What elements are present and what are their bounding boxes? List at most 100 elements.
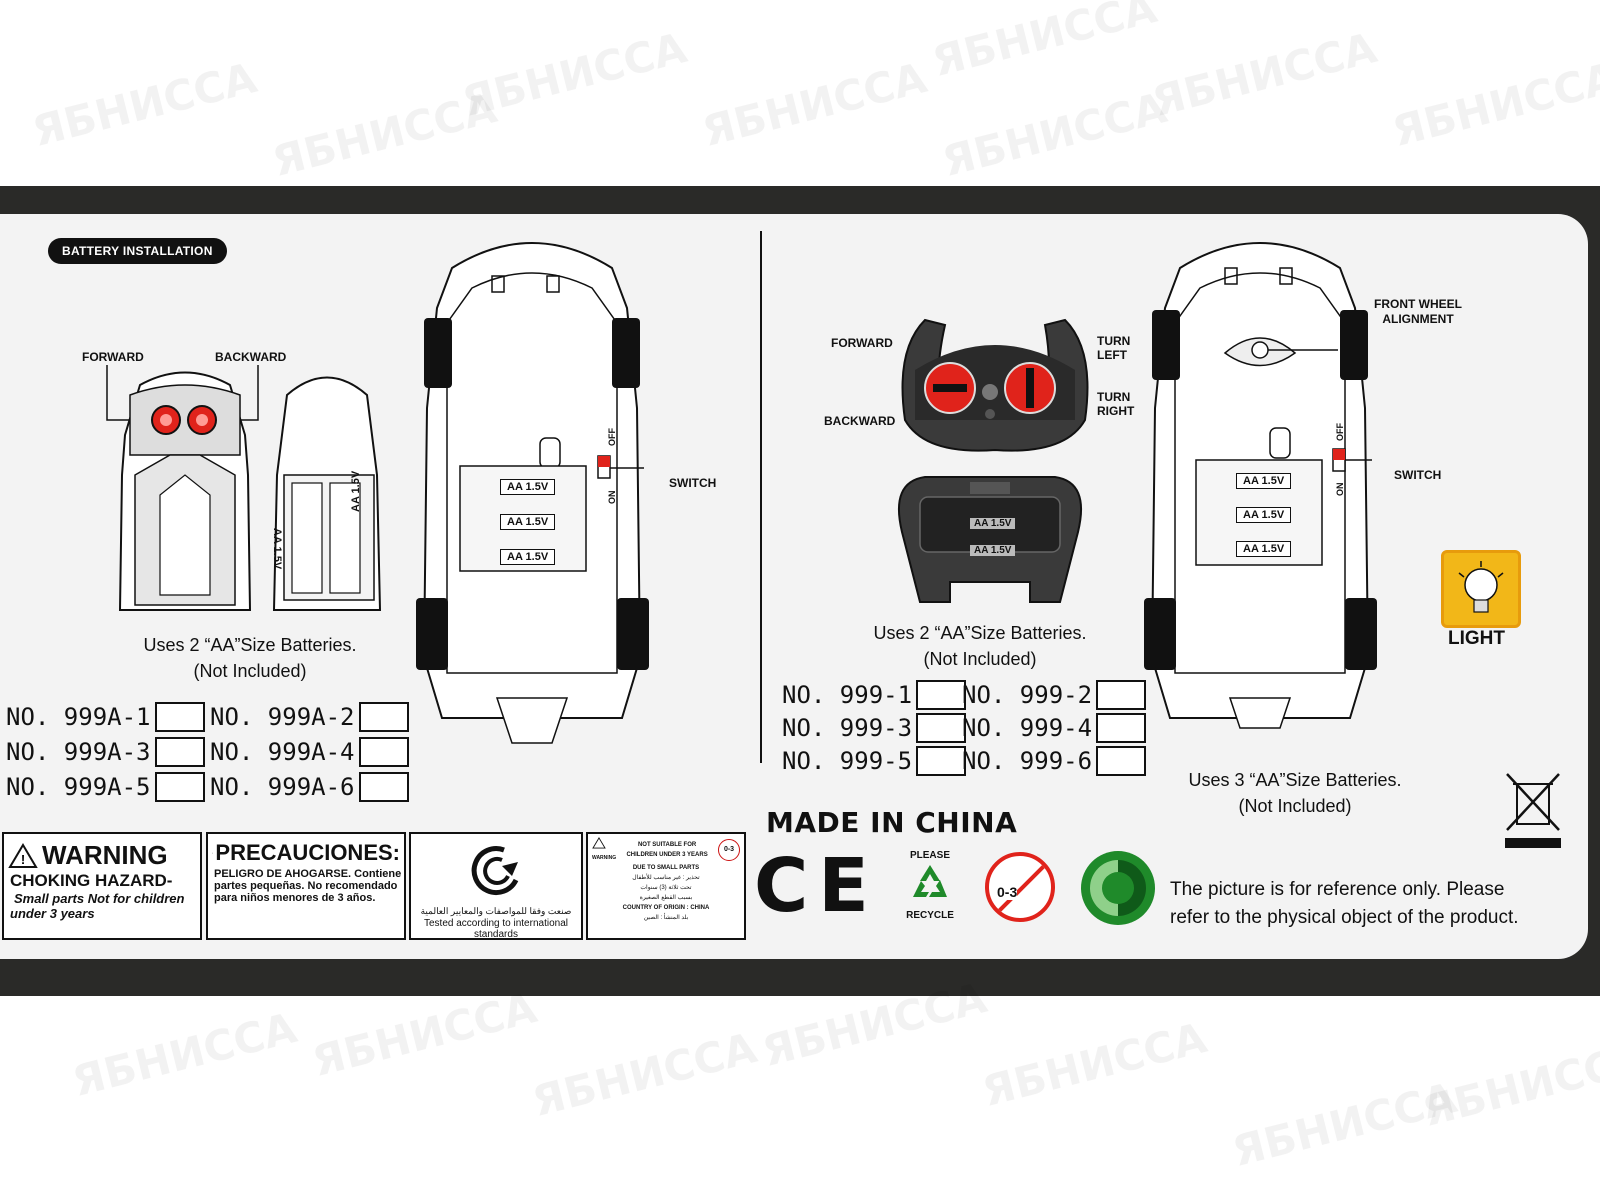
model-checkbox[interactable] (154, 737, 205, 767)
watermark: ЯБНИССА (267, 83, 502, 186)
model-checkbox[interactable] (154, 702, 205, 732)
note-line: The picture is for reference only. Pleas… (1170, 879, 1505, 900)
warning-triangle-icon: ! (8, 842, 38, 868)
model-checkbox[interactable] (154, 772, 205, 802)
small-warning-icon (592, 837, 606, 849)
made-in-china: MADE IN CHINA (766, 806, 1018, 839)
small-arabic: تحذير : غير مناسب للأطفال (632, 875, 700, 881)
model-number: NO. 999A-4 (210, 738, 355, 766)
car-battery-label: AA 1.5V (1236, 507, 1292, 523)
car-battery-label: AA 1.5V (1236, 473, 1292, 489)
warning-sub: CHOKING HAZARD- (10, 871, 173, 890)
light-bulb-icon (1441, 550, 1521, 628)
turn-left-line: TURN (1097, 334, 1131, 348)
model-checkbox-row[interactable]: NO. 999A-2 (210, 702, 409, 732)
model-checkbox-row[interactable]: NO. 999-4 (962, 713, 1147, 743)
ce-mark-icon: CE (754, 843, 879, 929)
model-checkbox[interactable] (358, 737, 409, 767)
model-checkbox[interactable] (1096, 746, 1147, 776)
watermark: ЯБНИССА (27, 53, 262, 156)
green-dot-icon (1081, 851, 1155, 925)
model-checkbox[interactable] (358, 702, 409, 732)
wheel-battery-label: AA 1.5V (970, 518, 1016, 529)
watermark: ЯБНИССА (977, 1013, 1212, 1116)
model-number: NO. 999-4 (962, 714, 1093, 742)
right-uses3-text: Uses 3 “AA”Size Batteries. (Not Included… (1150, 767, 1440, 819)
battery-installation-badge: BATTERY INSTALLATION (48, 238, 227, 264)
watermark: ЯБНИССА (457, 23, 692, 126)
model-checkbox-row[interactable]: NO. 999-5 (782, 746, 967, 776)
model-checkbox-row[interactable]: NO. 999A-3 (6, 737, 205, 767)
model-checkbox[interactable] (358, 772, 409, 802)
uses-line: Uses 2 “AA”Size Batteries. (873, 623, 1087, 643)
watermark: ЯБНИССА (1227, 1073, 1462, 1176)
model-checkbox-row[interactable]: NO. 999-1 (782, 680, 967, 710)
remote-battery-label: AA 1.5V (271, 528, 283, 570)
small-text: COUNTRY OF ORIGIN : CHINA (622, 905, 710, 911)
switch-label: SWITCH (669, 476, 717, 490)
small-parts-box: WARNING NOT SUITABLE FOR CHILDREN UNDER … (586, 832, 746, 940)
watermark: ЯБНИССА (1417, 1033, 1600, 1136)
turn-left-line: LEFT (1097, 348, 1127, 362)
watermark: ЯБНИССА (927, 0, 1162, 86)
warning-title: WARNING (42, 840, 168, 870)
tested-box: صنعت وفقا للمواصفات والمعايير العالمية T… (409, 832, 583, 940)
watermark: ЯБНИССА (67, 1003, 302, 1106)
watermark: ЯБНИССА (307, 983, 542, 1086)
model-checkbox-row[interactable]: NO. 999A-4 (210, 737, 409, 767)
turn-right-line: TURN (1097, 390, 1131, 404)
model-checkbox-row[interactable]: NO. 999-2 (962, 680, 1147, 710)
weee-bin-icon (1505, 773, 1561, 848)
section-divider (760, 231, 762, 763)
uses-line: (Not Included) (1238, 796, 1352, 816)
model-number: NO. 999-1 (782, 681, 913, 709)
car-battery-label: AA 1.5V (500, 549, 556, 565)
model-number: NO. 999A-2 (210, 703, 355, 731)
model-checkbox[interactable] (916, 746, 967, 776)
model-checkbox[interactable] (1096, 680, 1147, 710)
small-warning-label: WARNING (592, 855, 617, 861)
warning-text: under 3 years (10, 906, 95, 921)
small-arabic: بلد المنشأ : الصين (643, 915, 689, 921)
model-checkbox-row[interactable]: NO. 999A-1 (6, 702, 205, 732)
model-number: NO. 999-6 (962, 747, 1093, 775)
precaution-text: PELIGRO DE AHOGARSE. Contiene (214, 868, 402, 880)
front-wheel-line: FRONT WHEEL (1374, 297, 1462, 311)
wheel-battery-label: AA 1.5V (970, 545, 1016, 556)
tested-arabic: صنعت وفقا للمواصفات والمعايير العالمية (420, 906, 572, 916)
front-wheel-line: ALIGNMENT (1382, 312, 1454, 326)
warning-text: Small parts Not for children (14, 891, 185, 906)
svg-text:!: ! (21, 852, 25, 867)
model-number: NO. 999-5 (782, 747, 913, 775)
model-checkbox[interactable] (916, 680, 967, 710)
small-text: CHILDREN UNDER 3 YEARS (626, 852, 708, 858)
model-checkbox[interactable] (916, 713, 967, 743)
tested-text: Tested according to international standa… (424, 918, 568, 940)
backward-label: BACKWARD (824, 414, 896, 428)
small-text: DUE TO SMALL PARTS (632, 865, 700, 871)
precaution-box: ! PRECAUCIONES: PELIGRO DE AHOGARSE. Con… (206, 832, 406, 940)
remote-battery-label: AA 1.5V (350, 470, 362, 512)
precaution-text: partes pequeñas. No recomendado (214, 880, 398, 892)
forward-label: FORWARD (831, 336, 893, 350)
forward-label: FORWARD (82, 350, 144, 364)
model-checkbox-row[interactable]: NO. 999A-5 (6, 772, 205, 802)
standards-logo-icon (471, 846, 519, 895)
watermark: ЯБНИССА (527, 1023, 762, 1126)
note-line: refer to the physical object of the prod… (1170, 907, 1519, 928)
remote-front-illustration (106, 365, 259, 611)
model-number: NO. 999A-1 (6, 703, 151, 731)
model-checkbox-row[interactable]: NO. 999A-6 (210, 772, 409, 802)
car-battery-label: AA 1.5V (500, 514, 556, 530)
age-restriction-icon: 0-3 (985, 852, 1055, 922)
watermark: ЯБНИССА (1147, 23, 1382, 126)
model-checkbox-row[interactable]: NO. 999-6 (962, 746, 1147, 776)
watermark: ЯБНИССА (937, 83, 1172, 186)
precaution-text: para niños menores de 3 años. (214, 892, 376, 904)
backward-label: BACKWARD (215, 350, 287, 364)
recycle-icon (913, 865, 947, 897)
model-checkbox-row[interactable]: NO. 999-3 (782, 713, 967, 743)
model-checkbox[interactable] (1096, 713, 1147, 743)
